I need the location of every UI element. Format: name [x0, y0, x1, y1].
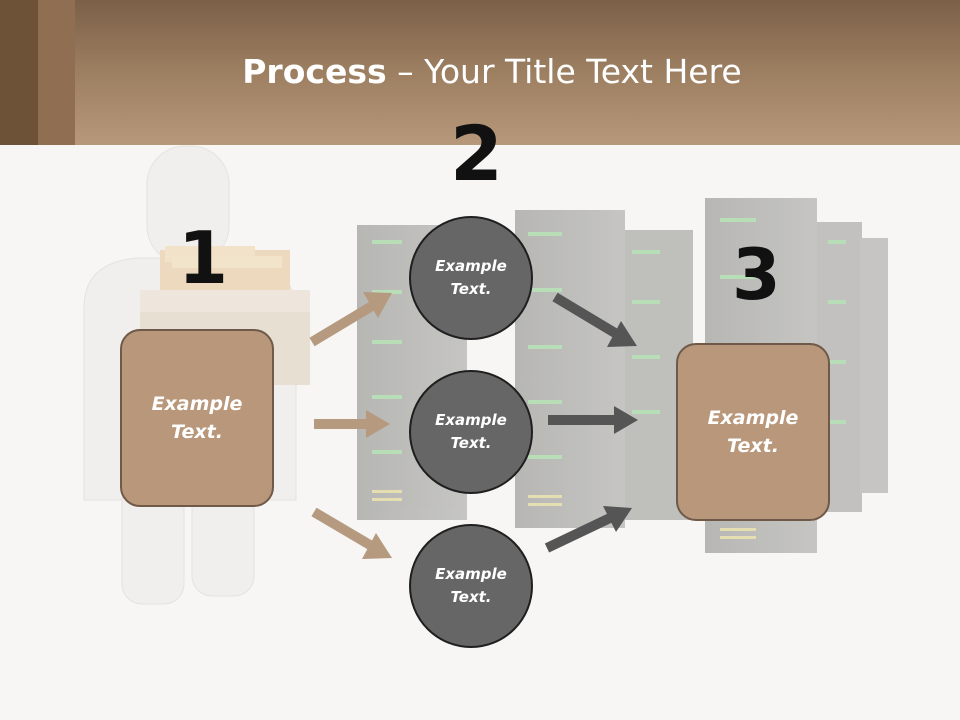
step-2-circle-bottom: Example Text. — [409, 524, 533, 648]
arrow-top-to-3-head — [607, 321, 637, 347]
arrow-1-to-mid-head — [366, 410, 390, 438]
circle-bottom-text: Example Text. — [435, 564, 507, 606]
arrow-1-to-bottom-head — [362, 533, 392, 559]
header-accent-mid — [38, 0, 75, 145]
step-3-number: 3 — [732, 234, 781, 316]
step-2-number: 2 — [450, 109, 503, 198]
arrow-bottom-to-3 — [544, 513, 613, 553]
arrow-mid-to-3-head — [614, 406, 638, 434]
header-accent-dark — [0, 0, 38, 145]
step-2-circle-middle: Example Text. — [409, 370, 533, 494]
step-2-circle-top: Example Text. — [409, 216, 533, 340]
arrow-1-to-top — [309, 301, 375, 347]
arrow-bottom-to-3-head — [603, 506, 632, 532]
slide-title: Process – Your Title Text Here — [0, 52, 960, 91]
circle-middle-text: Example Text. — [435, 410, 507, 452]
title-rest: – Your Title Text Here — [386, 52, 742, 91]
circle-top-text: Example Text. — [435, 256, 507, 298]
arrow-top-to-3 — [552, 292, 618, 338]
step-3-box: Example Text. — [676, 343, 830, 521]
step-3-text: Example Text. — [707, 406, 799, 458]
title-bold: Process — [242, 52, 387, 91]
arrow-1-to-bottom — [311, 507, 373, 550]
step-1-text: Example Text. — [151, 392, 243, 444]
step-1-number: 1 — [178, 216, 229, 300]
arrow-1-to-top-head — [363, 292, 392, 318]
header-band — [0, 0, 960, 145]
step-1-box: Example Text. — [120, 329, 274, 507]
